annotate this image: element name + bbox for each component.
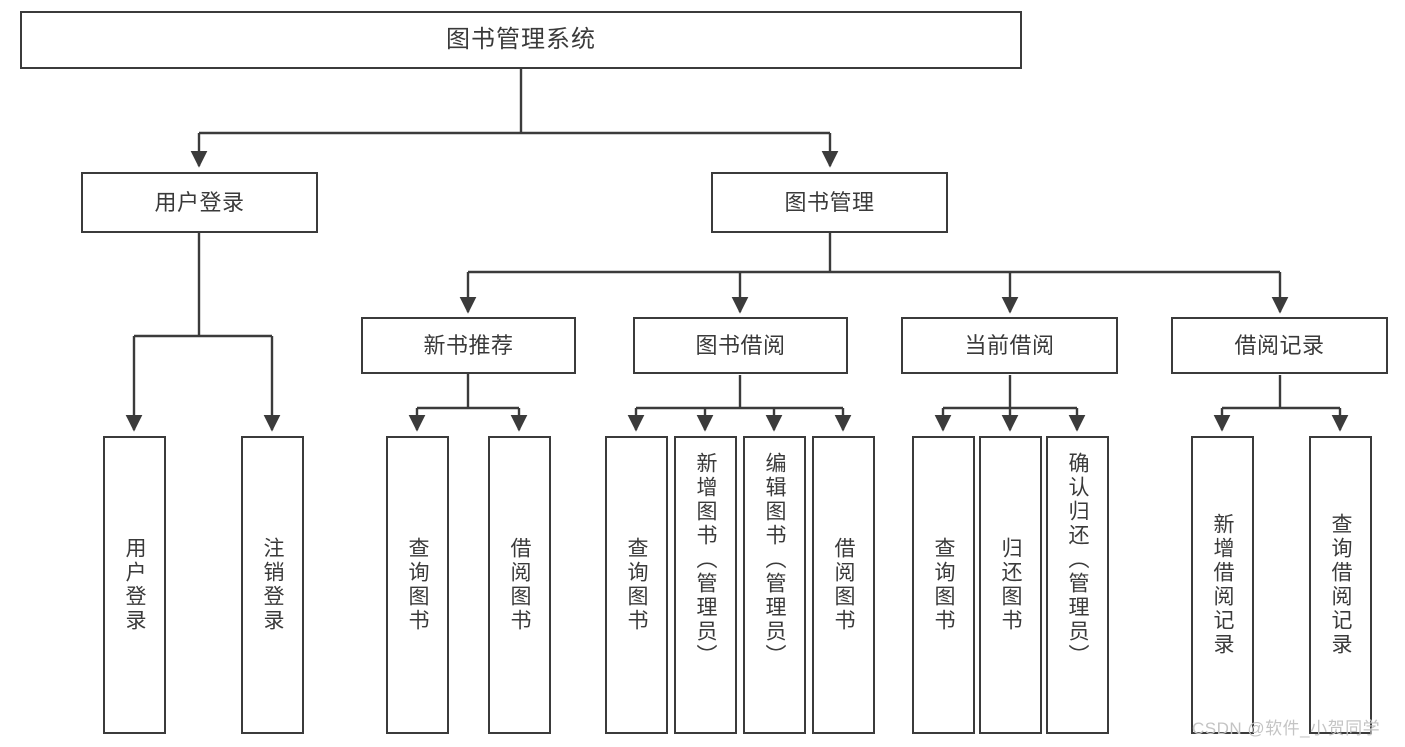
node-label: 借阅图书 (832, 537, 855, 633)
leaf-current-borrow-query[interactable]: 查询图书 (912, 436, 975, 734)
node-book-borrow[interactable]: 图书借阅 (633, 317, 848, 374)
node-label: 借阅记录 (1234, 332, 1325, 358)
leaf-current-borrow-confirm-return[interactable]: 确认归还（管理员） (1046, 436, 1109, 734)
node-label: 查询借阅记录 (1329, 513, 1352, 657)
leaf-user-login-login[interactable]: 用户登录 (103, 436, 166, 734)
node-book-management[interactable]: 图书管理 (711, 172, 948, 233)
node-label: 查询图书 (406, 537, 429, 633)
node-label: 查询图书 (932, 537, 955, 633)
node-label: 借阅图书 (508, 537, 531, 633)
node-label: 归还图书 (999, 537, 1022, 633)
leaf-new-book-borrow[interactable]: 借阅图书 (488, 436, 551, 734)
leaf-book-borrow-query[interactable]: 查询图书 (605, 436, 668, 734)
node-current-borrow[interactable]: 当前借阅 (901, 317, 1118, 374)
node-label: 用户登录 (154, 189, 245, 215)
node-label: 注销登录 (261, 537, 284, 633)
leaf-borrow-record-add[interactable]: 新增借阅记录 (1191, 436, 1254, 734)
leaf-borrow-record-query[interactable]: 查询借阅记录 (1309, 436, 1372, 734)
node-label: 编辑图书（管理员） (763, 452, 786, 668)
node-label: 图书管理系统 (446, 26, 596, 54)
leaf-user-login-logout[interactable]: 注销登录 (241, 436, 304, 734)
node-borrow-record[interactable]: 借阅记录 (1171, 317, 1388, 374)
node-label: 新书推荐 (423, 332, 514, 358)
leaf-book-borrow-lend[interactable]: 借阅图书 (812, 436, 875, 734)
node-label: 新增图书（管理员） (694, 452, 717, 668)
node-label: 图书管理 (784, 189, 875, 215)
leaf-book-borrow-add[interactable]: 新增图书（管理员） (674, 436, 737, 734)
node-new-book-recommend[interactable]: 新书推荐 (361, 317, 576, 374)
leaf-new-book-query[interactable]: 查询图书 (386, 436, 449, 734)
node-user-login[interactable]: 用户登录 (81, 172, 318, 233)
node-label: 用户登录 (123, 537, 146, 633)
node-root-system[interactable]: 图书管理系统 (20, 11, 1022, 69)
leaf-current-borrow-return[interactable]: 归还图书 (979, 436, 1042, 734)
csdn-watermark: CSDN @软件_小贺同学 (1192, 719, 1381, 738)
node-label: 图书借阅 (695, 332, 786, 358)
leaf-book-borrow-edit[interactable]: 编辑图书（管理员） (743, 436, 806, 734)
node-label: 查询图书 (625, 537, 648, 633)
node-label: 确认归还（管理员） (1066, 452, 1089, 668)
node-label: 当前借阅 (964, 332, 1055, 358)
node-label: 新增借阅记录 (1211, 513, 1234, 657)
